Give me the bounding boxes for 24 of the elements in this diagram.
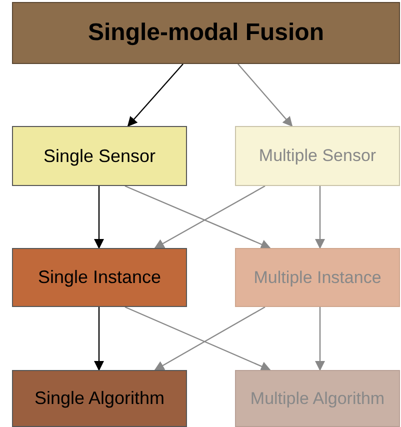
arrow — [315, 307, 325, 371]
arrow — [94, 307, 104, 371]
box-label: Single Algorithm — [34, 388, 165, 409]
process-box — [235, 370, 400, 427]
box-label: Multiple Sensor — [258, 146, 376, 166]
arrow — [238, 64, 293, 127]
box-label: Single-modal Fusion — [88, 19, 324, 47]
arrow — [124, 306, 271, 371]
arrow — [154, 306, 266, 371]
process-box — [235, 126, 400, 186]
process-box — [12, 126, 187, 186]
box-label: Single Sensor — [43, 146, 156, 166]
box-label: Multiple Algorithm — [250, 388, 385, 408]
title-box — [12, 2, 400, 64]
arrow — [127, 64, 184, 127]
box-label: Single Instance — [38, 267, 162, 288]
arrow — [124, 185, 271, 250]
arrow — [154, 185, 266, 249]
box-label: Multiple Instance — [254, 268, 382, 288]
process-box — [12, 248, 187, 307]
process-box — [12, 370, 187, 427]
arrow — [315, 186, 325, 249]
arrow — [94, 186, 104, 249]
process-box — [235, 248, 400, 307]
